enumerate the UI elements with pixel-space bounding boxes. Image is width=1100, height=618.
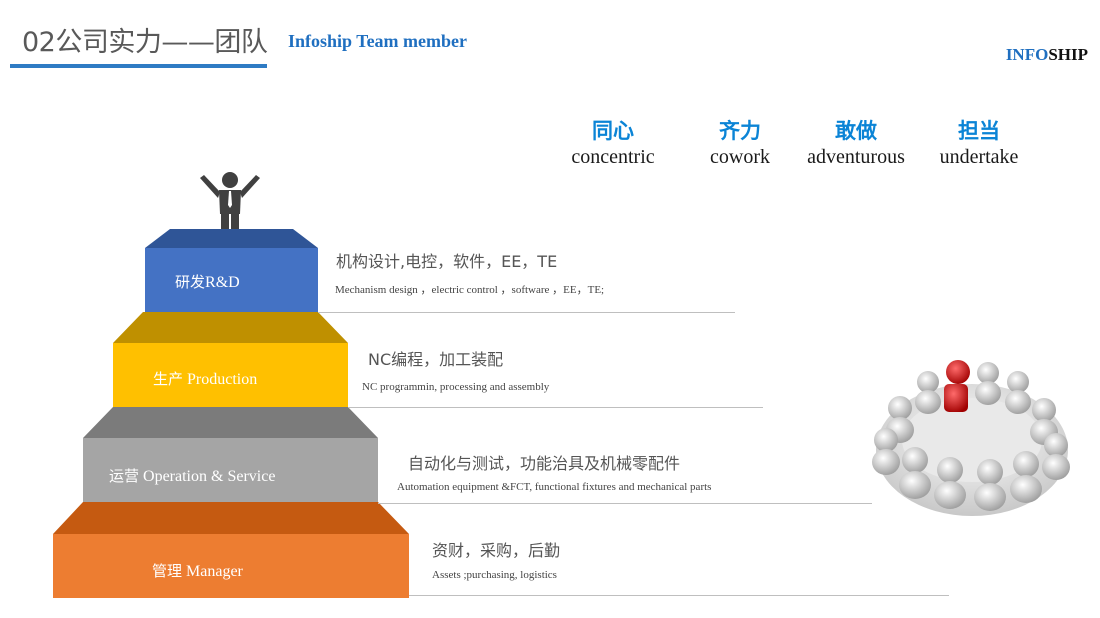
- tier-production-top: [113, 312, 348, 343]
- tier-operation-desc-en: Automation equipment &FCT, functional fi…: [397, 481, 712, 493]
- tier-manager-label: 管理 Manager: [152, 560, 243, 581]
- tier-label-en: Production: [187, 371, 258, 388]
- tier-label-cn: 生产: [153, 370, 184, 388]
- page-subtitle: Infoship Team member: [288, 31, 468, 51]
- brand-logo-part2: SHIP: [1048, 45, 1088, 64]
- value-undertake: 担当 undertake: [926, 118, 1032, 170]
- tier-operation-top: [83, 407, 378, 438]
- tier-manager-front: [53, 534, 409, 598]
- value-en: adventurous: [807, 146, 905, 168]
- page-title: 02公司实力——团队: [22, 27, 268, 58]
- tier-operation-desc-cn: 自动化与测试，功能治具及机械零配件: [408, 454, 681, 473]
- tier-rd-top: [145, 229, 318, 248]
- brand-logo-part1: INFO: [1005, 45, 1049, 64]
- tier-rd-front: [145, 248, 318, 312]
- tier-rd-desc-cn: 机构设计,电控，软件，EE，TE: [336, 252, 558, 271]
- tier-operation-front: [83, 438, 378, 502]
- tier-production-divider: [348, 407, 763, 408]
- tier-manager-desc-cn: 资财，采购，后勤: [432, 541, 561, 560]
- tier-manager-desc-en: Assets ;purchasing, logistics: [432, 569, 557, 581]
- tier-production-desc-cn: NC编程，加工装配: [368, 350, 504, 369]
- brand-logo: INFOSHIP: [1006, 45, 1088, 65]
- tier-label-en: R&D: [205, 274, 240, 291]
- value-cn: 齐力: [719, 119, 761, 143]
- tier-label-cn: 管理: [152, 562, 183, 580]
- tier-manager-top: [53, 502, 409, 534]
- tier-label-cn: 研发: [175, 273, 206, 291]
- value-cn: 敢做: [835, 119, 877, 143]
- value-en: concentric: [571, 146, 655, 168]
- tier-rd-desc-en: Mechanism design ，electric control ，soft…: [335, 284, 605, 296]
- tier-operation-divider: [378, 503, 872, 504]
- value-cn: 担当: [958, 119, 1000, 143]
- value-en: undertake: [939, 146, 1019, 168]
- value-cowork: 齐力 cowork: [690, 118, 790, 170]
- tier-operation-label: 运营 Operation & Service: [109, 465, 275, 486]
- tier-rd-label: 研发R&D: [175, 271, 240, 292]
- title-underline: [10, 64, 267, 68]
- value-en: cowork: [710, 146, 770, 168]
- team-roundtable-illustration: [872, 360, 1070, 516]
- tier-manager-divider: [409, 595, 949, 596]
- tier-production-desc-en: NC programmin, processing and assembly: [362, 381, 550, 393]
- person-arms-raised-icon: [200, 172, 260, 239]
- tier-production-label: 生产 Production: [153, 368, 257, 389]
- value-adventurous: 敢做 adventurous: [796, 118, 916, 170]
- tier-production-front: [113, 343, 348, 407]
- tier-label-cn: 运营: [109, 467, 140, 485]
- value-cn: 同心: [592, 119, 634, 143]
- value-concentric: 同心 concentric: [560, 118, 666, 170]
- tier-label-en: Manager: [186, 563, 243, 580]
- tier-label-en: Operation & Service: [143, 468, 276, 485]
- tier-rd-divider: [318, 312, 735, 313]
